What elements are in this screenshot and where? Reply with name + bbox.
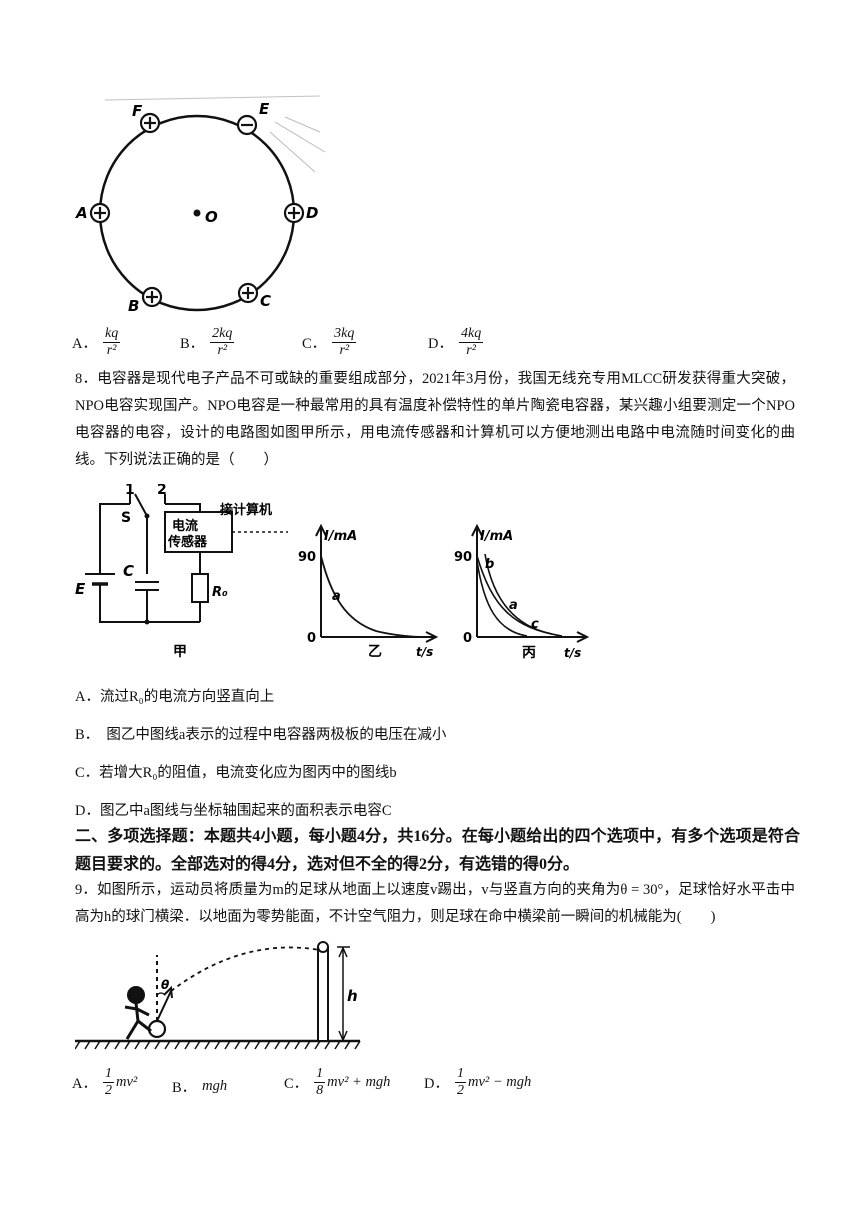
battery-E-label: E — [75, 580, 86, 598]
yi-x-axis: t/s — [416, 645, 433, 659]
switch-S-label: S — [121, 510, 131, 526]
q8-option-d[interactable]: D．图乙中a图线与坐标轴围起来的面积表示电容C — [75, 803, 392, 819]
q9-soccer-figure: θ h — [75, 941, 361, 1050]
q9-option-b[interactable]: B．mgh — [172, 1078, 228, 1096]
label-O: O — [205, 208, 218, 226]
label-C: C — [260, 292, 271, 310]
ground-hatching — [75, 1040, 361, 1050]
bing-x-axis: t/s — [564, 646, 581, 660]
yi-origin: 0 — [307, 631, 316, 646]
ball-icon — [147, 1019, 167, 1039]
h-label: h — [347, 987, 358, 1005]
center-dot — [193, 209, 201, 217]
charge-B — [141, 286, 163, 308]
yi-y-axis: I/mA — [324, 529, 357, 544]
q8-option-c[interactable]: C．若增大R₀的阻值，电流变化应为图丙中的图线b — [75, 765, 397, 781]
label-E: E — [259, 100, 270, 118]
caption-yi: 乙 — [368, 644, 382, 660]
charge-A — [89, 202, 111, 224]
charge-C — [237, 282, 259, 304]
bing-curve-b: b — [485, 557, 494, 572]
charge-F — [139, 112, 161, 134]
resistor-R0-label: R₀ — [212, 585, 228, 600]
bing-y-value: 90 — [454, 550, 472, 565]
q9-stem: 9．如图所示，运动员将质量为m的足球从地面上以速度v踢出，v与竖直方向的夹角为θ… — [75, 882, 795, 925]
computer-label: 接计算机 — [220, 502, 272, 518]
switch-2-label: 2 — [157, 484, 167, 498]
q8-stem: 8．电容器是现代电子产品不可或缺的重要组成部分，2021年3月份，我国无线充专用… — [75, 371, 795, 468]
bing-origin: 0 — [463, 631, 472, 646]
section2-heading: 二、多项选择题：本题共4小题，每小题4分，共16分。在每小题给出的四个选项中，有… — [75, 828, 800, 873]
caption-bing: 丙 — [522, 645, 536, 661]
q8-graph-bing: I/mA 90 0 b a c 丙 t/s — [454, 523, 590, 661]
q8-graph-yi: I/mA 90 0 a 乙 t/s — [298, 523, 439, 660]
bing-y-axis: I/mA — [480, 529, 513, 544]
theta-label: θ — [161, 978, 169, 992]
yi-y-value: 90 — [298, 550, 316, 565]
capacitor-C-label: C — [123, 562, 134, 580]
goal-post — [317, 946, 329, 1042]
caption-jia: 甲 — [173, 644, 187, 660]
charge-D — [283, 202, 305, 224]
charge-E — [236, 114, 258, 136]
q7-circle-figure: F E A D B C O — [75, 95, 326, 315]
sensor-line1: 电流 — [172, 518, 198, 534]
yi-curve-a: a — [332, 589, 341, 604]
q8-circuit-jia: 1 2 S 电流 传感器 接计算机 E C R₀ 甲 — [75, 484, 288, 660]
label-D: D — [306, 204, 318, 222]
sensor-line2: 传感器 — [167, 534, 208, 550]
label-F: F — [132, 102, 143, 120]
player-figure — [124, 986, 152, 1040]
q8-option-a[interactable]: A．流过R₀的电流方向竖直向上 — [75, 689, 275, 705]
switch-1-label: 1 — [125, 484, 135, 498]
bing-curve-c: c — [531, 617, 539, 632]
label-A: A — [75, 204, 88, 222]
label-B: B — [128, 297, 139, 315]
bing-curve-a: a — [509, 598, 518, 613]
q8-option-b[interactable]: B． 图乙中图线a表示的过程中电容器两极板的电压在减小 — [75, 727, 447, 743]
